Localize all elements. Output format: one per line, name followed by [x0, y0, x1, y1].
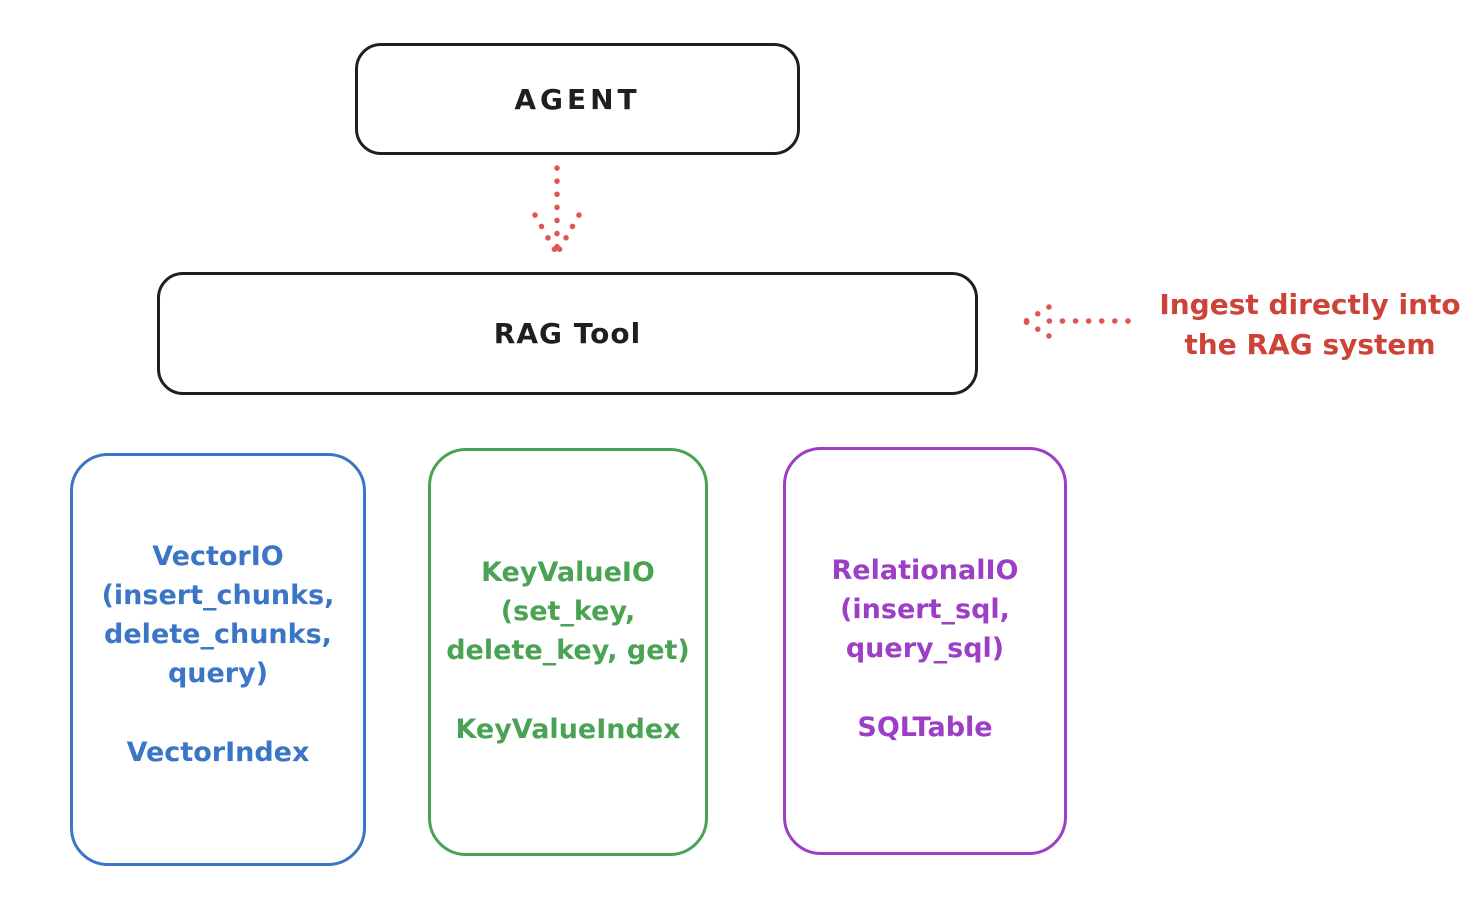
ingest-annotation: Ingest directly into the RAG system — [1140, 285, 1480, 365]
sql-table-label: SQLTable — [857, 712, 993, 743]
vector-index-label: VectorIndex — [126, 737, 310, 768]
keyvalue-io-methods-line1: (set_key, — [500, 596, 636, 627]
vector-io-methods-line2: delete_chunks, — [104, 619, 332, 650]
keyvalue-io-methods-line2: delete_key, get) — [446, 635, 690, 666]
keyvalue-io-title: KeyValueIO — [481, 557, 655, 588]
ingest-annotation-line1: Ingest directly into — [1159, 288, 1461, 321]
rag-tool-box: RAG Tool — [157, 272, 978, 395]
relational-io-title: RelationalIO — [831, 555, 1019, 586]
vector-io-title: VectorIO — [152, 541, 284, 572]
relational-io-methods-line2: query_sql) — [845, 633, 1005, 664]
agent-box: AGENT — [355, 43, 800, 155]
ingest-annotation-line2: the RAG system — [1184, 328, 1436, 361]
keyvalue-io-box: KeyValueIO (set_key, delete_key, get) Ke… — [428, 448, 708, 856]
keyvalue-index-label: KeyValueIndex — [455, 714, 681, 745]
ingest-to-rag-arrow — [1023, 304, 1131, 339]
relational-io-methods-line1: (insert_sql, — [840, 594, 1010, 625]
agent-to-rag-arrow — [532, 165, 582, 255]
vector-io-box: VectorIO (insert_chunks, delete_chunks, … — [70, 453, 366, 866]
relational-io-box: RelationalIO (insert_sql, query_sql) SQL… — [783, 447, 1067, 855]
vector-io-methods-line3: query) — [167, 658, 269, 689]
vector-io-methods-line1: (insert_chunks, — [101, 580, 335, 611]
rag-tool-box-label: RAG Tool — [493, 317, 642, 350]
agent-box-label: AGENT — [514, 82, 641, 116]
